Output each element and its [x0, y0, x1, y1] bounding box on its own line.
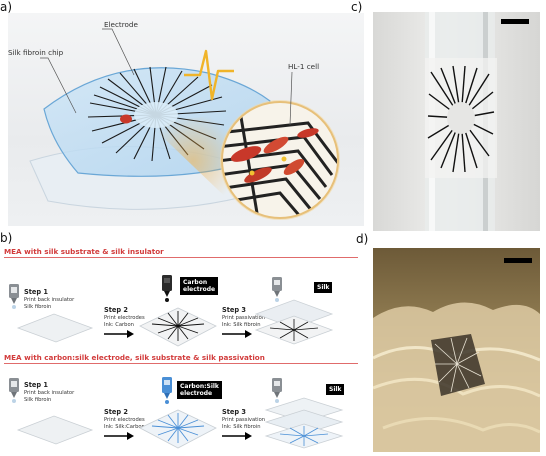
tag-line2: electrode — [183, 286, 216, 293]
arrow-right-icon — [222, 330, 252, 338]
chip-label: Silk fibroin chip — [8, 48, 64, 57]
s1-step3-line1: Print passivation — [222, 315, 266, 321]
scale-bar — [501, 19, 529, 24]
printer-nozzle-icon — [9, 284, 19, 309]
arrow-right-icon — [104, 330, 134, 338]
s1-step1-line1: Print back insulator — [24, 297, 75, 303]
s1-step2-title: Step 2 — [104, 306, 128, 314]
s2-step2-line1: Print electrodes — [104, 417, 145, 423]
s2-step1-line1: Print back insulator — [24, 390, 75, 396]
tag-silk: Silk — [314, 282, 333, 293]
photo-tube-wrapped-mea — [373, 12, 540, 231]
printer-nozzle-icon — [272, 277, 282, 302]
printed-electrode-sheet — [139, 307, 217, 347]
section2-title: MEA with carbon:silk electrode, silk sub… — [4, 353, 265, 362]
s2-step3-title: Step 3 — [222, 408, 246, 416]
cell-label: HL-1 cell — [288, 62, 319, 71]
printer-nozzle-icon — [162, 377, 172, 404]
panel-label-a: a) — [0, 0, 13, 14]
printed-electrode-sheet-blue — [139, 409, 217, 449]
s1-step3-title: Step 3 — [222, 306, 246, 314]
section1-title: MEA with silk substrate & silk insulator — [4, 247, 164, 256]
s2-step2-line2: Ink: Silk:Carbon — [104, 424, 145, 430]
passivated-stack-blue — [264, 397, 344, 449]
electrode-label: Electrode — [104, 20, 138, 29]
s2-step3-line1: Print passivation — [222, 417, 266, 423]
s1-step2-line2: Ink: Carbon — [104, 322, 134, 328]
tag-carbon-silk-electrode: Carbon:Silk electrode — [177, 381, 222, 399]
section2-rule — [4, 363, 358, 364]
panel-label-c: c) — [351, 0, 363, 14]
spike-icon — [184, 49, 234, 101]
tag-carbon-electrode: Carbon electrode — [180, 277, 219, 295]
substrate-sheet — [16, 313, 94, 343]
s2-step3-line2: Ink: Silk fibroin — [222, 424, 261, 430]
printer-nozzle-icon — [162, 275, 172, 302]
passivated-stack — [254, 299, 334, 345]
section1-rule — [4, 257, 358, 258]
arrow-right-icon — [222, 432, 252, 440]
s1-step2-line1: Print electrodes — [104, 315, 145, 321]
s1-step3-line2: Ink: Silk fibroin — [222, 322, 261, 328]
silk-chip-illustration: Electrode Silk fibroin chip HL-1 cell — [8, 20, 340, 220]
cell-blob — [120, 114, 132, 124]
tag-silk: Silk — [326, 384, 345, 395]
substrate-sheet — [16, 415, 94, 445]
panel-label-d: d) — [356, 232, 369, 246]
s1-step1-line2: Silk fibroin — [24, 304, 52, 310]
printer-nozzle-icon — [272, 378, 282, 403]
panel-a-illustration: Electrode Silk fibroin chip HL-1 cell — [8, 13, 364, 226]
scale-bar — [504, 258, 532, 263]
s2-step1-title: Step 1 — [24, 381, 48, 389]
photo-brain-model-mea — [373, 248, 540, 452]
arrow-right-icon — [104, 432, 134, 440]
s1-step1-title: Step 1 — [24, 288, 48, 296]
printer-nozzle-icon — [9, 378, 19, 403]
tag-line1: Carbon — [183, 279, 208, 286]
s2-step2-title: Step 2 — [104, 408, 128, 416]
s2-step1-line2: Silk fibroin — [24, 397, 52, 403]
panel-b-process: MEA with silk substrate & silk insulator… — [0, 244, 364, 456]
tag-line2: electrode — [180, 390, 213, 397]
panel-label-b: b) — [0, 231, 13, 245]
tag-line1: Carbon:Silk — [180, 383, 219, 390]
zoom-lens — [222, 102, 338, 218]
